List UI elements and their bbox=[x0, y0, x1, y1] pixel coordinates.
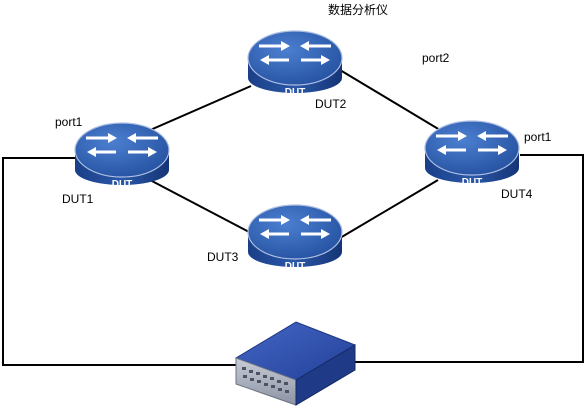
router-dut1[interactable]: DUT bbox=[75, 123, 169, 190]
link-dut2-dut4 bbox=[339, 69, 441, 131]
dut1-port-label: port1 bbox=[55, 115, 83, 129]
link-dut1-analyzer bbox=[2, 157, 240, 366]
router-dut2[interactable]: DUT bbox=[248, 31, 342, 98]
router-dut3[interactable]: DUT bbox=[248, 205, 342, 272]
dut1-label: DUT1 bbox=[62, 192, 94, 206]
link-dut1-dut3 bbox=[149, 179, 252, 234]
router-icon bbox=[75, 123, 169, 185]
router-badge: DUT bbox=[285, 87, 306, 98]
link-dut4-analyzer bbox=[352, 154, 584, 363]
dut2-label: DUT2 bbox=[315, 97, 347, 111]
router-badge: DUT bbox=[462, 177, 483, 188]
traffic-analyzer-icon[interactable] bbox=[234, 321, 357, 406]
router-icon bbox=[425, 121, 519, 183]
links bbox=[2, 69, 584, 366]
link-dut1-dut2 bbox=[147, 85, 252, 132]
router-icon bbox=[248, 205, 342, 267]
dut3-label: DUT3 bbox=[207, 250, 239, 264]
router-badge: DUT bbox=[112, 179, 133, 190]
dut2-port-label: port2 bbox=[422, 51, 450, 65]
dut4-label: DUT4 bbox=[501, 187, 533, 201]
dut4-port-label: port1 bbox=[524, 130, 552, 144]
router-dut4[interactable]: DUT bbox=[425, 121, 519, 188]
router-icon bbox=[248, 31, 342, 93]
router-badge: DUT bbox=[285, 261, 306, 272]
link-dut3-dut4 bbox=[339, 179, 439, 239]
analyzer-label: 数据分析仪 bbox=[328, 3, 389, 17]
